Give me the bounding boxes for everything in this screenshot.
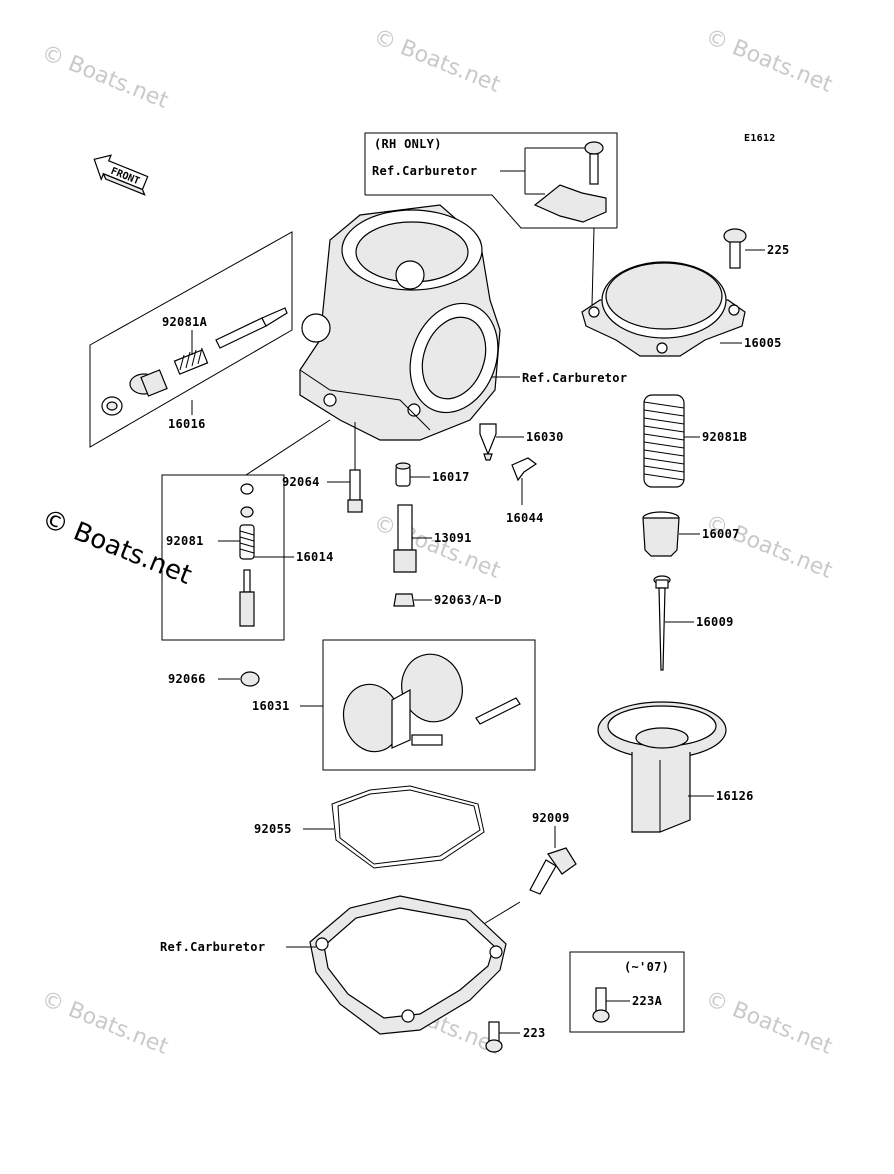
label-16044: 16044 [506,511,544,525]
rh-only-label: (RH ONLY) [374,137,442,151]
part-92009-screw-icon [529,847,577,895]
part-16009-needle-icon [653,575,671,671]
watermark-top-center: © Boats.net [370,24,504,98]
label-92064: 92064 [282,475,320,489]
label-16014: 16014 [296,550,334,564]
part-16005-cover-icon [581,261,746,357]
carburetor-body-icon [299,204,501,441]
watermark-bottom-left: © Boats.net [38,986,172,1060]
part-92063-main-jet-icon [393,593,415,607]
label-16126: 16126 [716,789,754,803]
label-92066: 92066 [168,672,206,686]
rh-only-box [364,132,618,228]
part-223A-screw-icon [592,987,610,1023]
label-16009: 16009 [696,615,734,629]
label-225: 225 [767,243,790,257]
part-16031-float-icon [342,653,521,753]
rev-note-label: (~'07) [624,960,669,974]
label-92081B: 92081B [702,430,747,444]
part-223-screw-icon [485,1021,503,1053]
watermark-top-left: © Boats.net [38,40,172,114]
float-bowl-icon [309,895,507,1035]
label-16016: 16016 [168,417,206,431]
rh-screw-icon [584,141,604,185]
front-arrow-icon: FRONT [93,154,149,196]
part-225-screw-icon [723,228,747,269]
part-16007-holder-icon [642,511,680,557]
ref-carburetor-top-label: Ref.Carburetor [372,164,477,178]
label-92063: 92063/A~D [434,593,502,607]
rh-bracket-icon [533,184,607,223]
label-92055: 92055 [254,822,292,836]
watermark-mid-center: © Boats.net [370,510,504,584]
watermark-mid-right: © Boats.net [702,510,836,584]
part-223A-box [569,951,685,1033]
label-223: 223 [523,1026,546,1040]
ref-carburetor-mid-label: Ref.Carburetor [522,371,627,385]
part-92064-jet-icon [347,469,363,513]
label-16007: 16007 [702,527,740,541]
label-92009: 92009 [532,811,570,825]
part-16030-float-valve-icon [479,423,497,461]
label-92081A: 92081A [162,315,208,329]
part-92066-icon [240,671,260,687]
part-16017-icon [395,462,411,487]
part-92055-gasket-icon [331,785,485,869]
label-16017: 16017 [432,470,470,484]
part-16044-clip-icon [511,457,538,482]
part-13091-needle-jet-icon [393,504,417,573]
label-16030: 16030 [526,430,564,444]
part-16031-box [322,639,536,771]
label-13091: 13091 [434,531,472,545]
rh-only-group: (RH ONLY) Ref.Carburetor [364,132,618,306]
part-92081B-spring-icon [643,394,685,488]
diagram-code: E1612 [744,133,776,144]
label-16031: 16031 [252,699,290,713]
part-16016-group [89,231,293,448]
watermark-top-right: © Boats.net [702,24,836,98]
label-223A: 223A [632,994,663,1008]
part-16016-box [89,231,293,448]
label-16005: 16005 [744,336,782,350]
label-92081: 92081 [166,534,204,548]
part-16126-diaphragm-icon [597,701,727,833]
part-92081-spring-icon [239,483,255,627]
ref-carburetor-bottom-label: Ref.Carburetor [160,940,265,954]
watermark-bottom-right: © Boats.net [702,986,836,1060]
